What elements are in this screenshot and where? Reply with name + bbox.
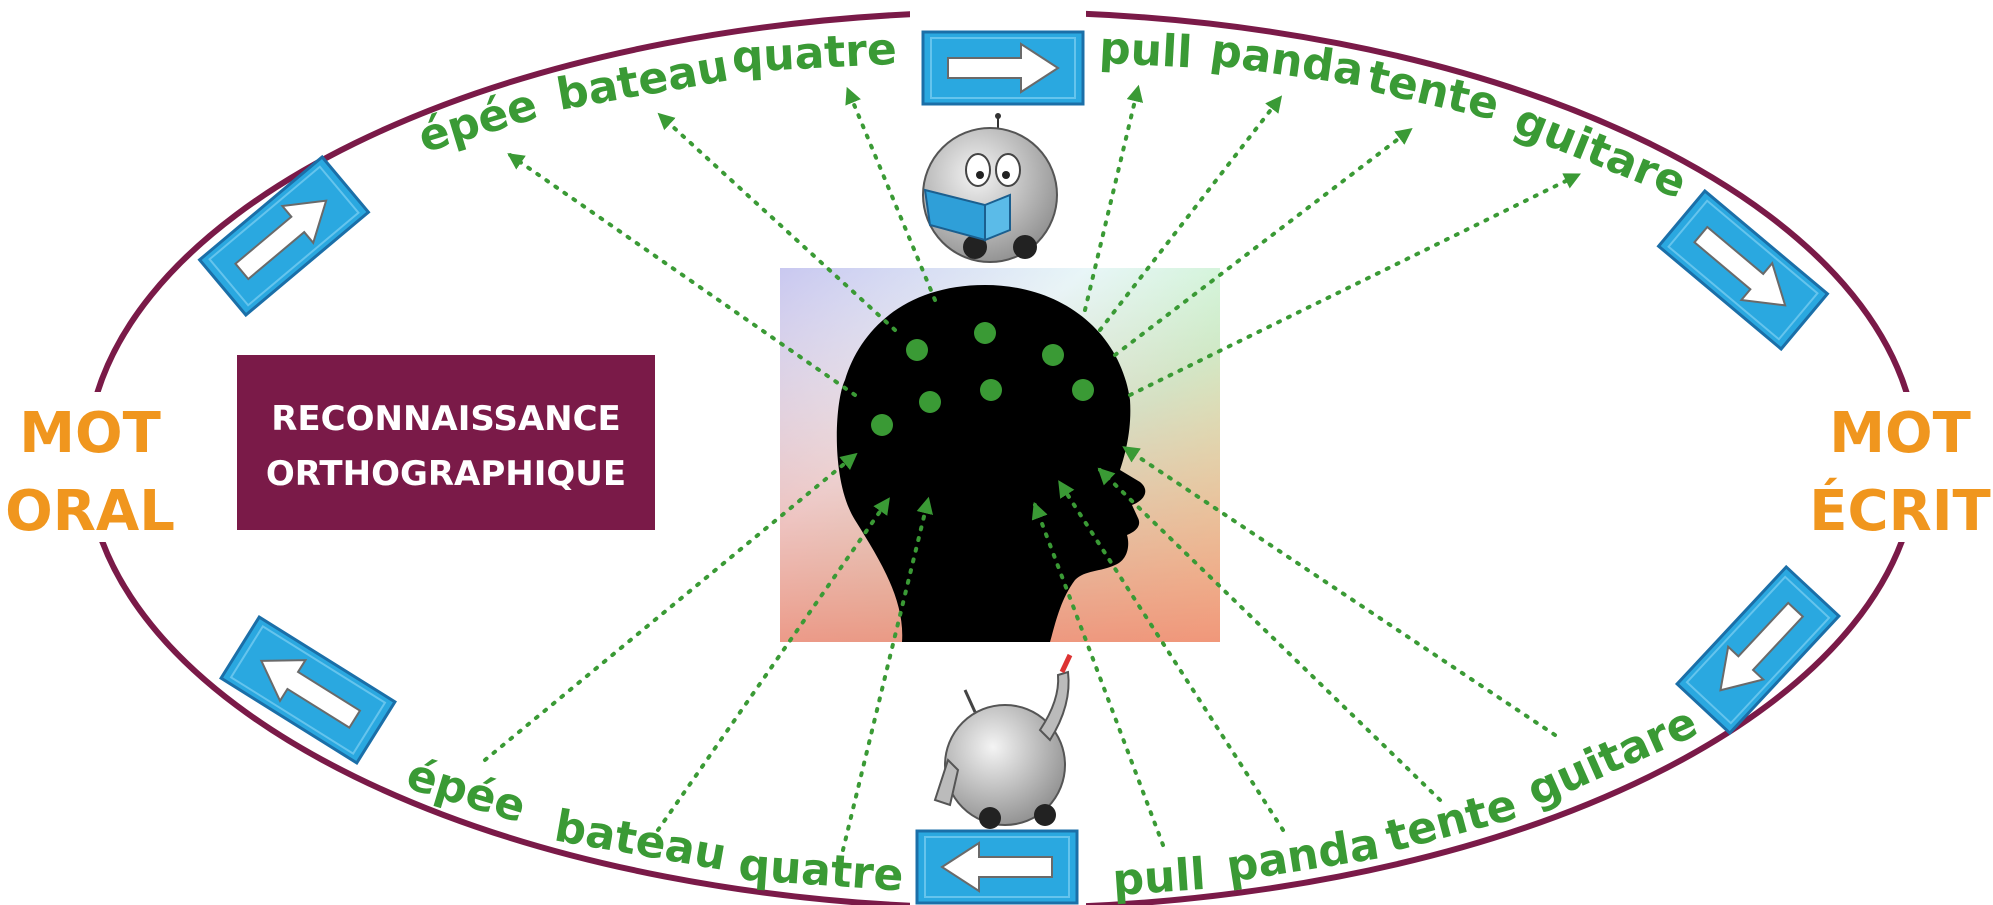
top-word-quatre: quatre (730, 24, 898, 84)
bottom-word-guitare: guitare (1519, 697, 1704, 817)
right-label-line1: MOT (1829, 401, 1971, 466)
recognition-line2: ORTHOGRAPHIQUE (266, 454, 626, 494)
top-word-bateau: bateau (553, 41, 732, 121)
top-arrows (507, 84, 1582, 397)
top-word-panda: panda (1207, 25, 1366, 97)
top-word-pull: pull (1098, 23, 1194, 79)
head-silhouette-icon (836, 285, 1146, 642)
right-label-line2: ÉCRIT (1809, 478, 1991, 544)
arrow-sign-icon (219, 615, 397, 765)
left-label-line2: ORAL (5, 479, 175, 544)
bottom-word-quatre: quatre (737, 839, 905, 901)
arrow-sign-icon (1675, 565, 1841, 735)
brain-dots (871, 322, 1094, 436)
writing-robot-icon (933, 653, 1073, 829)
head-panel (780, 268, 1220, 642)
arrow-sign-icon (915, 829, 1079, 905)
recognition-box (237, 355, 655, 530)
bottom-arrows (483, 446, 1557, 852)
top-word-guitare: guitare (1507, 94, 1693, 209)
arrow-sign-icon (1657, 189, 1829, 351)
bottom-word-pull: pull (1111, 849, 1207, 905)
arrow-sign-icon (921, 30, 1085, 106)
reading-robot-icon (922, 113, 1058, 263)
recognition-line1: RECONNAISSANCE (271, 399, 621, 439)
left-label-line1: MOT (19, 401, 161, 466)
